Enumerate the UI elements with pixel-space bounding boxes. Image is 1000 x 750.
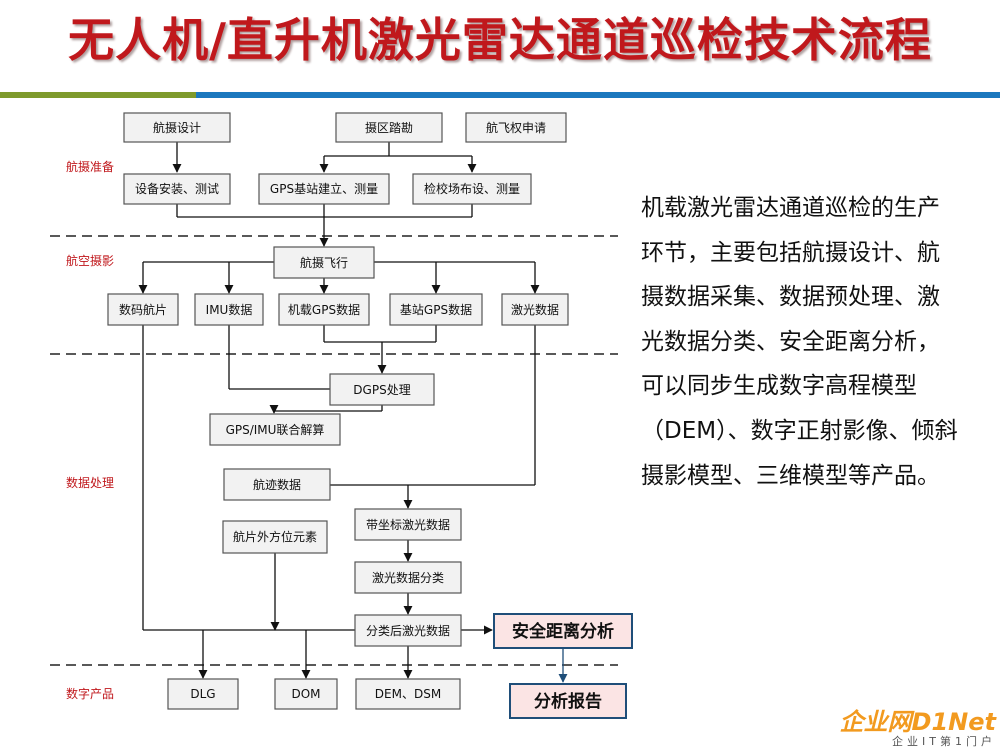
svg-text:DEM、DSM: DEM、DSM [375, 687, 441, 701]
node-jizai-gps: 机载GPS数据 [278, 293, 370, 326]
page-title: 无人机/直升机激光雷达通道巡检技术流程 [68, 13, 932, 67]
svg-text:航摄设计: 航摄设计 [153, 120, 201, 135]
node-jizhan-gps: 基站GPS数据 [389, 293, 483, 326]
node-fenlei-hou: 分类后激光数据 [354, 614, 462, 647]
node-hangji: 航迹数据 [223, 468, 331, 501]
node-fenxi-baogao: 分析报告 [509, 683, 627, 719]
svg-text:设备安装、测试: 设备安装、测试 [135, 181, 219, 196]
svg-text:安全距离分析: 安全距离分析 [512, 621, 614, 642]
node-dlg: DLG [167, 678, 239, 710]
node-imu-shuju: IMU数据 [194, 293, 264, 326]
title-underline-blue [196, 92, 1000, 98]
node-gps-jizhan: GPS基站建立、测量 [258, 173, 390, 205]
node-anquan-fenxi: 安全距离分析 [493, 613, 633, 649]
svg-text:GPS基站建立、测量: GPS基站建立、测量 [270, 181, 378, 196]
svg-text:基站GPS数据: 基站GPS数据 [400, 302, 472, 317]
stage-label-products: 数字产品 [66, 686, 114, 701]
node-shequ-takan: 摄区踏勘 [335, 112, 443, 143]
logo-sub-text: 企业IT第1门户 [892, 735, 996, 748]
node-gps-imu: GPS/IMU联合解算 [209, 413, 341, 446]
node-shuma-hangpian: 数码航片 [107, 293, 179, 326]
node-jiguang-fenlei: 激光数据分类 [354, 561, 462, 594]
description-text: 机载激光雷达通道巡检的生产环节，主要包括航摄设计、航摄数据采集、数据预处理、激光… [641, 195, 958, 489]
svg-text:IMU数据: IMU数据 [206, 302, 253, 317]
stage-label-aerial: 航空摄影 [66, 253, 114, 268]
node-hangshe-sheji: 航摄设计 [123, 112, 231, 143]
svg-text:激光数据: 激光数据 [511, 302, 559, 317]
node-hangshe-feixing: 航摄飞行 [273, 246, 375, 279]
svg-text:DOM: DOM [291, 687, 320, 701]
d1net-logo: 企业网D1Net 企业IT第1门户 [818, 702, 1000, 750]
node-jiguang-shuju: 激光数据 [501, 293, 569, 326]
node-dom: DOM [274, 678, 338, 710]
stage-label-prep: 航摄准备 [66, 159, 114, 174]
stage-label-processing: 数据处理 [66, 475, 114, 490]
svg-text:分类后激光数据: 分类后激光数据 [366, 623, 450, 638]
node-dgps: DGPS处理 [329, 373, 435, 406]
node-dem-dsm: DEM、DSM [355, 678, 461, 710]
svg-text:航飞权申请: 航飞权申请 [486, 120, 546, 135]
node-hangfei-quan: 航飞权申请 [465, 112, 567, 143]
svg-text:GPS/IMU联合解算: GPS/IMU联合解算 [226, 422, 325, 437]
node-dai-zuobiao: 带坐标激光数据 [354, 508, 462, 541]
svg-text:航摄飞行: 航摄飞行 [300, 255, 348, 270]
title-underline-green [0, 92, 196, 98]
svg-text:摄区踏勘: 摄区踏勘 [365, 120, 413, 135]
svg-text:机载GPS数据: 机载GPS数据 [288, 302, 360, 317]
logo-main-text: 企业网D1Net [839, 708, 996, 736]
svg-text:激光数据分类: 激光数据分类 [372, 570, 444, 585]
svg-text:DLG: DLG [190, 687, 215, 701]
svg-text:DGPS处理: DGPS处理 [353, 383, 410, 397]
svg-text:航迹数据: 航迹数据 [253, 477, 301, 492]
node-shebei-anzhuang: 设备安装、测试 [123, 173, 231, 205]
svg-text:数码航片: 数码航片 [119, 302, 167, 317]
svg-text:带坐标激光数据: 带坐标激光数据 [366, 517, 450, 532]
node-hangpian-waifang: 航片外方位元素 [222, 520, 328, 554]
svg-text:航片外方位元素: 航片外方位元素 [233, 529, 317, 544]
svg-text:检校场布设、测量: 检校场布设、测量 [424, 181, 520, 196]
svg-text:分析报告: 分析报告 [534, 691, 602, 712]
node-jianjiao-changdi: 检校场布设、测量 [412, 173, 532, 205]
